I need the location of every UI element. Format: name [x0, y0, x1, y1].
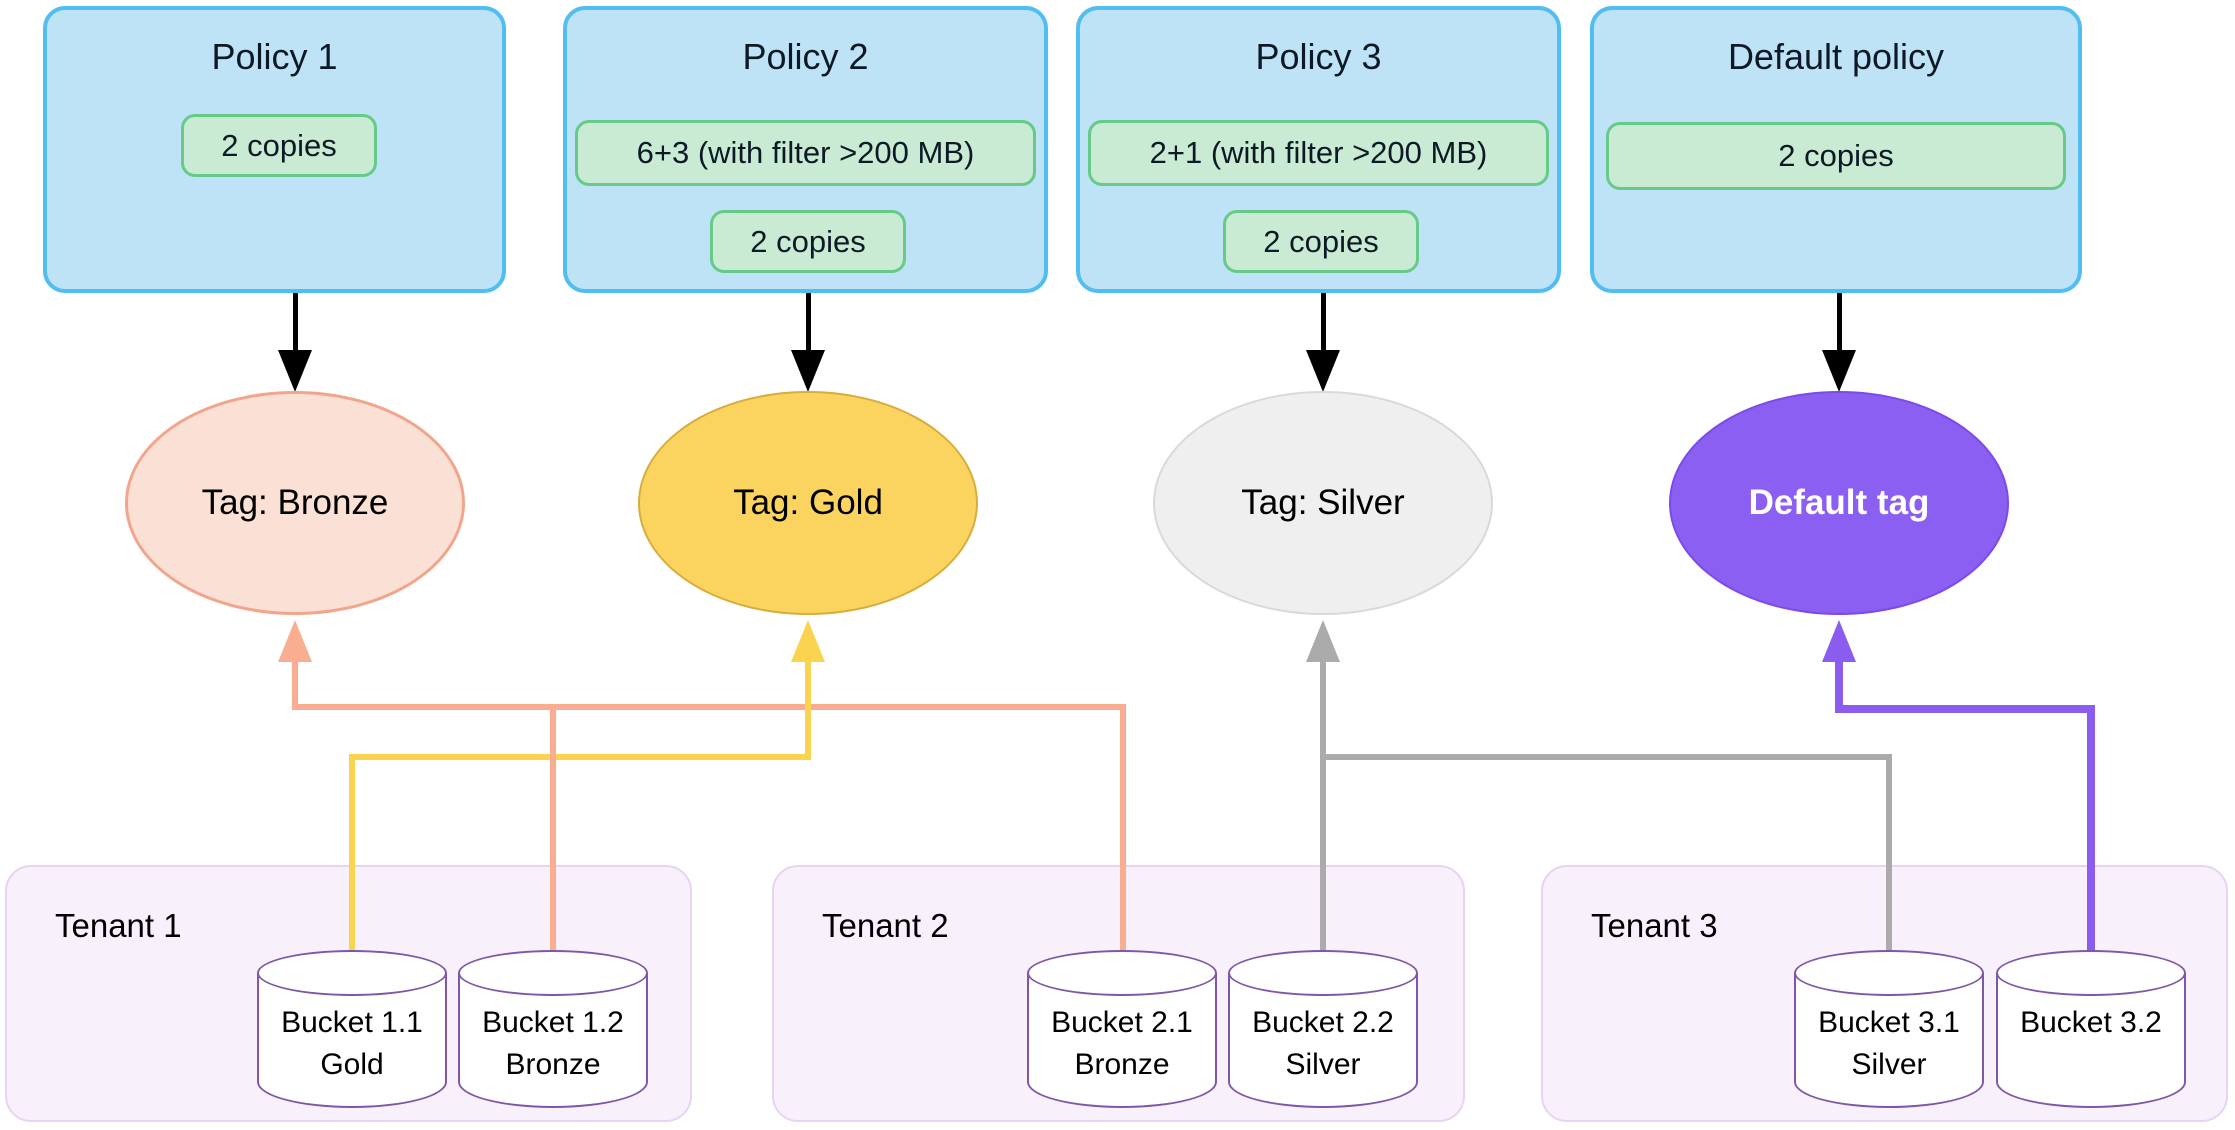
- gold-horizontal: [349, 754, 811, 760]
- gold-vertical-from-bucket-1-1: [349, 754, 355, 954]
- bronze-horizontal: [292, 704, 1126, 710]
- arrow-down-icon: [1822, 350, 1856, 392]
- bucket-name: Bucket 1.1: [281, 1006, 423, 1039]
- tenant-2-title: Tenant 2: [822, 907, 949, 944]
- policy-2-box: Policy 2 6+3 (with filter >200 MB) 2 cop…: [563, 6, 1048, 293]
- bucket-3-2-label: Bucket 3.2: [1996, 1002, 2186, 1044]
- tag-silver-label: Tag: Silver: [1241, 483, 1405, 522]
- bronze-vertical-from-bucket-2-1: [1120, 704, 1126, 954]
- bucket-1-1-label: Bucket 1.1 Gold: [257, 1002, 447, 1086]
- tag-bronze-label: Tag: Bronze: [201, 483, 389, 522]
- bucket-cylinder-top: [1027, 950, 1217, 996]
- silver-arrow-up-icon: [1306, 620, 1340, 662]
- bucket-name: Bucket 1.2: [482, 1006, 624, 1039]
- bronze-arrow-up-icon: [278, 620, 312, 662]
- bucket-cylinder-top: [1228, 950, 1418, 996]
- policy-3-rule-2-copies: 2 copies: [1223, 210, 1419, 273]
- bucket-3-1-label: Bucket 3.1 Silver: [1794, 1002, 1984, 1086]
- arrow-shaft: [293, 293, 298, 355]
- bucket-2-2-label: Bucket 2.2 Silver: [1228, 1002, 1418, 1086]
- bronze-vertical-to-tag: [292, 658, 298, 710]
- bucket-cylinder-top: [257, 950, 447, 996]
- bucket-name: Bucket 2.1: [1051, 1006, 1193, 1039]
- bucket-3-2: Bucket 3.2: [1996, 950, 2186, 1108]
- bucket-tag: Gold: [320, 1048, 384, 1081]
- bucket-2-1: Bucket 2.1 Bronze: [1027, 950, 1217, 1108]
- bucket-1-1: Bucket 1.1 Gold: [257, 950, 447, 1108]
- arrow-shaft: [1837, 293, 1842, 355]
- default-horizontal: [1835, 705, 2095, 713]
- bronze-vertical-from-bucket-1-2: [550, 704, 556, 954]
- silver-horizontal: [1320, 754, 1892, 760]
- default-tag-ellipse: Default tag: [1669, 391, 2009, 615]
- bucket-3-1: Bucket 3.1 Silver: [1794, 950, 1984, 1108]
- bucket-cylinder-top: [1996, 950, 2186, 996]
- default-policy-title: Default policy: [1727, 36, 1945, 77]
- default-vertical-to-tag: [1835, 658, 1843, 713]
- bucket-name: Bucket 3.1: [1818, 1006, 1960, 1039]
- tenant-3-title: Tenant 3: [1591, 907, 1718, 944]
- tag-gold-ellipse: Tag: Gold: [638, 391, 978, 615]
- silver-vertical-from-bucket-3-1: [1886, 754, 1892, 954]
- bucket-tag: Bronze: [1074, 1048, 1170, 1081]
- bucket-tag: Bronze: [505, 1048, 601, 1081]
- gold-arrow-up-icon: [791, 620, 825, 662]
- bucket-tag: Silver: [1285, 1048, 1361, 1081]
- tenant-1-title: Tenant 1: [55, 907, 182, 944]
- gold-vertical-to-tag: [805, 658, 811, 760]
- tag-gold-label: Tag: Gold: [733, 483, 883, 522]
- bucket-cylinder-top: [1794, 950, 1984, 996]
- bucket-1-2-label: Bucket 1.2 Bronze: [458, 1002, 648, 1086]
- bucket-name: Bucket 2.2: [1252, 1006, 1394, 1039]
- silver-vertical-from-bucket-2-2: [1320, 658, 1326, 954]
- tag-silver-ellipse: Tag: Silver: [1153, 391, 1493, 615]
- bucket-name: Bucket 3.2: [2020, 1006, 2162, 1039]
- arrow-down-icon: [1306, 350, 1340, 392]
- policy-2-rule-2-copies: 2 copies: [710, 210, 906, 273]
- bucket-2-2: Bucket 2.2 Silver: [1228, 950, 1418, 1108]
- default-vertical-from-bucket-3-2: [2087, 705, 2095, 954]
- bucket-2-1-label: Bucket 2.1 Bronze: [1027, 1002, 1217, 1086]
- policy-2-title: Policy 2: [742, 36, 869, 77]
- bucket-tag: Silver: [1851, 1048, 1927, 1081]
- bucket-cylinder-top: [458, 950, 648, 996]
- arrow-down-icon: [278, 350, 312, 392]
- policy-1-box: Policy 1 2 copies: [43, 6, 506, 293]
- arrow-shaft: [1321, 293, 1326, 355]
- policy-1-title: Policy 1: [211, 36, 338, 77]
- default-policy-box: Default policy 2 copies: [1590, 6, 2082, 293]
- tag-bronze-ellipse: Tag: Bronze: [125, 391, 465, 615]
- arrow-shaft: [806, 293, 811, 355]
- default-tag-label: Default tag: [1748, 483, 1930, 522]
- default-policy-rule-2-copies: 2 copies: [1606, 122, 2066, 190]
- arrow-down-icon: [791, 350, 825, 392]
- policy-2-rule-ec-filter: 6+3 (with filter >200 MB): [575, 120, 1036, 186]
- default-arrow-up-icon: [1822, 620, 1856, 662]
- policy-3-rule-ec-filter: 2+1 (with filter >200 MB): [1088, 120, 1549, 186]
- policy-3-title: Policy 3: [1255, 36, 1382, 77]
- bucket-1-2: Bucket 1.2 Bronze: [458, 950, 648, 1108]
- policy-1-rule-2-copies: 2 copies: [181, 114, 377, 177]
- policy-3-box: Policy 3 2+1 (with filter >200 MB) 2 cop…: [1076, 6, 1561, 293]
